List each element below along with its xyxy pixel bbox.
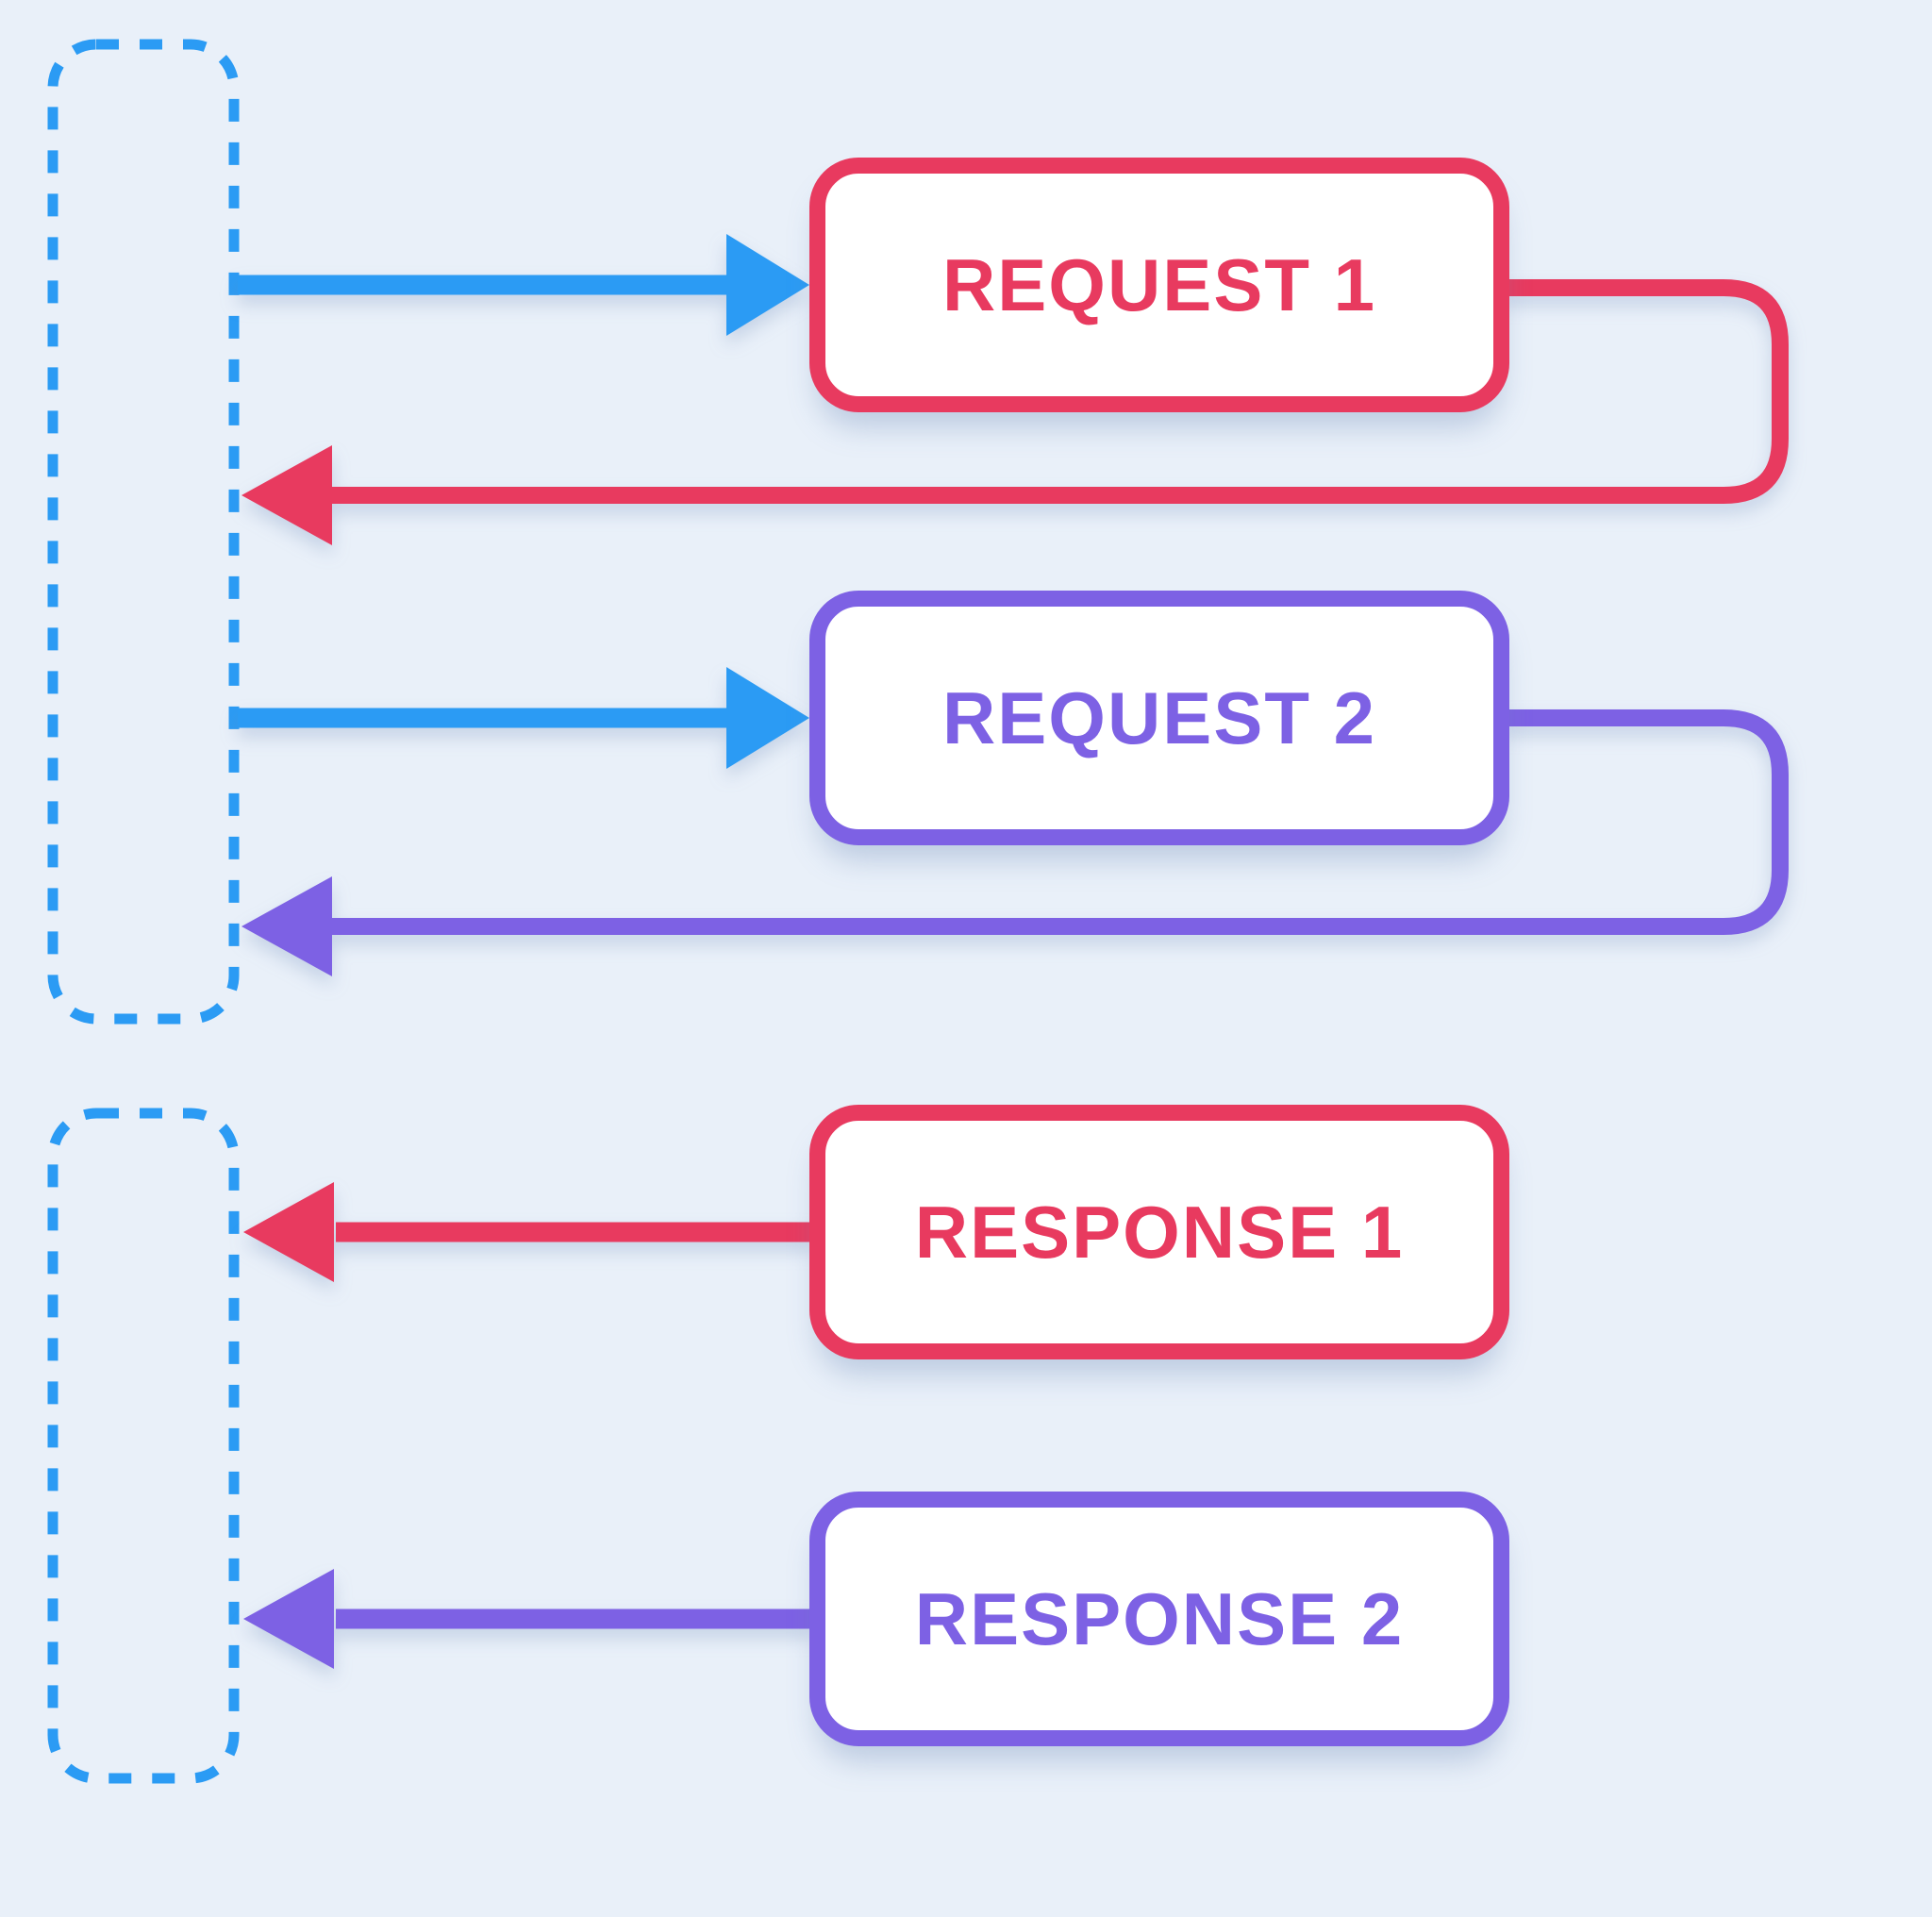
client-lane-top xyxy=(47,39,240,1025)
request-2-label: REQUEST 2 xyxy=(941,675,1377,759)
arrow-head-right-icon xyxy=(726,667,809,769)
arrow-head-left-icon xyxy=(242,876,332,976)
arrow-head-left-icon xyxy=(243,1569,334,1669)
response-2-box: RESPONSE 2 xyxy=(809,1492,1509,1746)
arrow-loop-path xyxy=(332,279,1789,504)
request-1-return-arrow xyxy=(242,279,1789,545)
request-2-return-arrow xyxy=(242,709,1789,976)
response-1-arrow xyxy=(243,1182,815,1282)
arrow-loop-path xyxy=(332,709,1789,935)
request-2-box: REQUEST 2 xyxy=(809,591,1509,845)
request-1-box: REQUEST 1 xyxy=(809,158,1509,412)
request-2-out-arrow xyxy=(238,667,809,769)
arrow-head-left-icon xyxy=(242,445,332,545)
arrow-head-right-icon xyxy=(726,234,809,336)
dashed-lane-rect-top xyxy=(47,39,240,1025)
dashed-lane-rect-bottom xyxy=(47,1108,240,1784)
arrow-head-left-icon xyxy=(243,1182,334,1282)
request-1-out-arrow xyxy=(238,234,809,336)
response-1-box: RESPONSE 1 xyxy=(809,1105,1509,1359)
request-1-label: REQUEST 1 xyxy=(941,242,1377,326)
client-lane-bottom xyxy=(47,1108,240,1784)
response-1-label: RESPONSE 1 xyxy=(914,1190,1405,1274)
response-2-arrow xyxy=(243,1569,815,1669)
response-2-label: RESPONSE 2 xyxy=(914,1576,1405,1660)
